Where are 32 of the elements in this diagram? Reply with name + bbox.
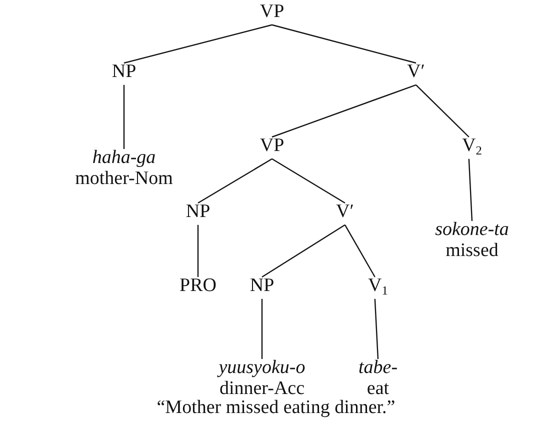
- gloss-label: missed: [446, 240, 498, 262]
- category-label: VP: [260, 2, 284, 23]
- gloss-label: mother-Nom: [75, 168, 173, 190]
- tree-branch: [374, 298, 379, 360]
- tree-branch: [261, 298, 263, 359]
- category-label: V′: [407, 62, 425, 83]
- category-label: NP: [112, 62, 136, 83]
- word-label: sokone-ta: [435, 220, 509, 241]
- category-label: NP: [186, 202, 210, 223]
- category-label: V$_{2}$: [462, 136, 482, 157]
- gloss-label: dinner-Acc: [219, 378, 305, 400]
- category-label: V$_{1}$: [368, 276, 388, 297]
- word-label: tabe-: [358, 358, 398, 379]
- category-label: PRO: [180, 276, 216, 297]
- tree-branch: [262, 224, 346, 278]
- word-label: haha-ga: [92, 148, 156, 169]
- category-label: V′: [336, 202, 354, 223]
- tree-branch: [416, 84, 470, 138]
- gloss-label: eat: [366, 378, 390, 400]
- tree-branch: [468, 158, 473, 222]
- tree-branch: [344, 224, 376, 278]
- caption: “Mother missed eating dinner.”: [156, 397, 396, 418]
- tree-branch: [272, 24, 416, 64]
- tree-branch: [123, 84, 125, 149]
- tree-branch: [198, 158, 272, 204]
- tree-branch: [272, 158, 346, 204]
- word-label: yuusyoku-o: [218, 358, 306, 379]
- tree-branch: [124, 24, 272, 64]
- category-label: NP: [250, 276, 274, 297]
- tree-branch: [272, 84, 416, 138]
- category-label: VP: [260, 136, 284, 157]
- tree-branch: [197, 224, 199, 277]
